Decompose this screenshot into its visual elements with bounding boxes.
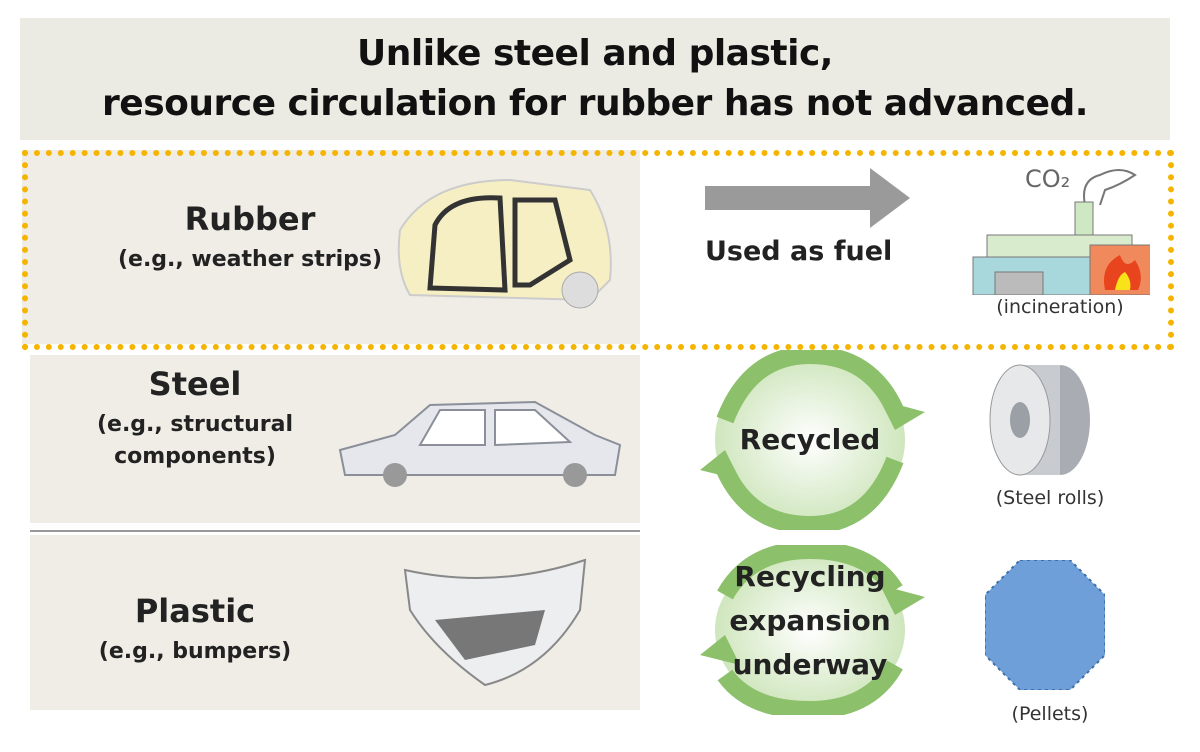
plastic-example: (e.g., bumpers) <box>98 639 292 664</box>
rubber-label: Rubber (e.g., weather strips) <box>80 200 420 276</box>
steel-example-2: components) <box>114 444 276 469</box>
rubber-highlight-border <box>22 150 1174 350</box>
pellets-caption: (Pellets) <box>1011 703 1089 725</box>
recycle-expansion-cycle-icon <box>700 545 925 715</box>
headline-line2: resource circulation for rubber has not … <box>102 83 1088 124</box>
headline-line1: Unlike steel and plastic, <box>357 33 833 74</box>
plastic-title: Plastic <box>134 592 256 630</box>
bumper-icon <box>403 558 587 687</box>
steel-process: Recycled <box>739 423 881 456</box>
car-door-icon <box>397 178 612 309</box>
rubber-process: Used as fuel <box>705 236 893 267</box>
rubber-example: (e.g., weather strips) <box>117 247 383 272</box>
steel-roll-icon <box>989 364 1090 476</box>
co2-label: CO₂ <box>1025 165 1071 193</box>
steel-example-1: (e.g., structural <box>96 412 294 437</box>
plastic-process-2: expansion <box>729 604 891 637</box>
plastic-label: Plastic (e.g., bumpers) <box>60 592 330 668</box>
plastic-process: Recycling expansion underway <box>700 555 920 687</box>
incineration-caption: (incineration) <box>996 296 1124 318</box>
incineration-plant-icon <box>972 169 1150 295</box>
divider <box>30 530 640 532</box>
steel-title: Steel <box>148 365 242 403</box>
arrow-right-icon <box>705 168 910 228</box>
pellets-icon <box>985 560 1105 690</box>
recycle-cycle-icon <box>700 350 925 530</box>
steel-caption: (Steel rolls) <box>995 487 1105 509</box>
steel-label: Steel (e.g., structural components) <box>60 365 330 473</box>
headline: Unlike steel and plastic, resource circul… <box>20 18 1170 140</box>
plastic-process-1: Recycling <box>734 560 886 593</box>
plastic-process-3: underway <box>732 648 888 681</box>
rubber-title: Rubber <box>184 200 316 238</box>
car-body-frame-icon <box>338 400 622 487</box>
